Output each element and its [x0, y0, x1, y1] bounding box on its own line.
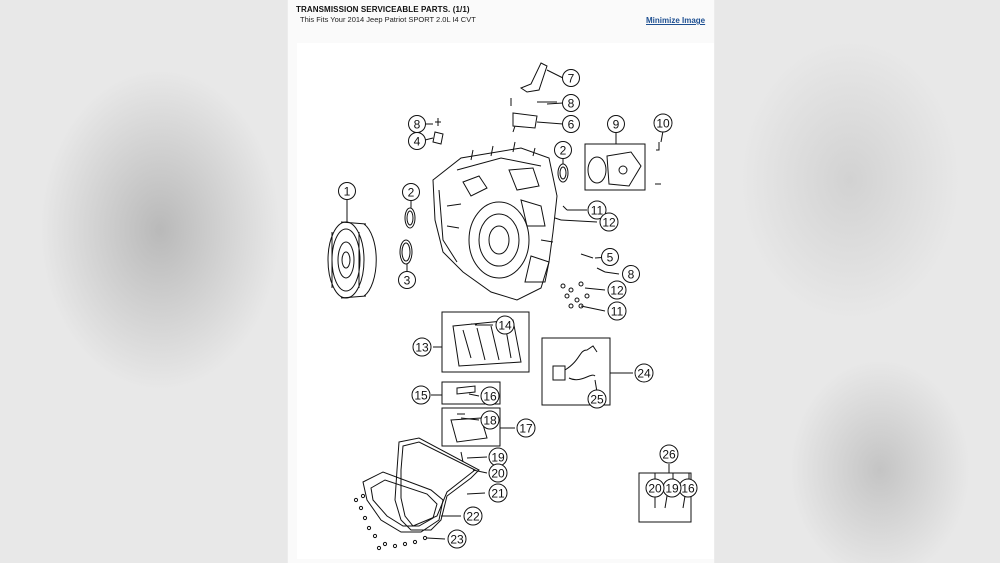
callout-21[interactable]: 21 [488, 483, 508, 503]
svg-text:16: 16 [681, 482, 695, 496]
exploded-parts-diagram: 1 2 2 3 4 5 6 7 8 8 8 9 10 11 11 12 12 1… [297, 43, 714, 559]
callout-6[interactable]: 6 [562, 115, 580, 133]
callout-11[interactable]: 11 [587, 200, 607, 220]
callout-8[interactable]: 8 [622, 265, 640, 283]
callout-24[interactable]: 24 [634, 363, 654, 383]
svg-text:16: 16 [483, 390, 497, 404]
callout-25[interactable]: 25 [587, 389, 607, 409]
callout-18[interactable]: 18 [480, 410, 500, 430]
callout-12[interactable]: 12 [607, 280, 627, 300]
callout-9[interactable]: 9 [607, 115, 625, 133]
svg-text:26: 26 [662, 448, 676, 462]
svg-text:11: 11 [591, 204, 604, 218]
svg-text:20: 20 [648, 482, 662, 496]
callout-16[interactable]: 16 [480, 386, 500, 406]
diagram-svg: 1 2 2 3 4 5 6 7 8 8 8 9 10 11 11 12 12 1… [327, 62, 698, 551]
svg-text:9: 9 [613, 118, 620, 132]
callout-22[interactable]: 22 [463, 506, 483, 526]
seal-ring-drawing [404, 207, 416, 229]
svg-text:11: 11 [611, 305, 624, 319]
callout-10[interactable]: 10 [653, 113, 673, 133]
callout-19[interactable]: 19 [488, 447, 508, 467]
svg-text:12: 12 [610, 284, 624, 298]
svg-text:6: 6 [568, 118, 575, 132]
minimize-image-link[interactable]: Minimize Image [646, 16, 706, 25]
svg-text:15: 15 [414, 389, 428, 403]
diagram-title: TRANSMISSION SERVICEABLE PARTS. (1/1) [296, 5, 470, 14]
callout-2[interactable]: 2 [402, 183, 420, 201]
svg-text:10: 10 [656, 117, 670, 131]
callout-7[interactable]: 7 [562, 69, 580, 87]
svg-text:14: 14 [498, 319, 512, 333]
callout-labels: 1 2 2 3 4 5 6 7 8 8 8 9 10 11 11 12 12 1… [338, 69, 698, 549]
vehicle-fitment-text: This Fits Your 2014 Jeep Patriot SPORT 2… [300, 15, 476, 24]
svg-text:13: 13 [415, 341, 429, 355]
svg-text:19: 19 [665, 482, 679, 496]
svg-text:12: 12 [602, 216, 616, 230]
svg-text:21: 21 [491, 487, 505, 501]
svg-text:3: 3 [404, 274, 411, 288]
callout-2[interactable]: 2 [554, 141, 572, 159]
svg-text:2: 2 [560, 144, 567, 158]
callout-14[interactable]: 14 [495, 315, 515, 335]
svg-text:20: 20 [491, 467, 505, 481]
pan-bolts-drawing [353, 493, 428, 551]
svg-text:8: 8 [414, 118, 421, 132]
callout-11[interactable]: 11 [607, 301, 627, 321]
svg-text:8: 8 [628, 268, 635, 282]
callout-8[interactable]: 8 [408, 115, 426, 133]
svg-text:2: 2 [408, 186, 415, 200]
callout-17[interactable]: 17 [516, 418, 536, 438]
svg-text:25: 25 [590, 393, 604, 407]
callout-12[interactable]: 12 [599, 212, 619, 232]
transmission-case-drawing [432, 141, 558, 301]
callout-16[interactable]: 16 [678, 478, 698, 498]
callout-1[interactable]: 1 [338, 182, 356, 200]
svg-text:22: 22 [466, 510, 480, 524]
svg-text:19: 19 [491, 451, 505, 465]
svg-text:17: 17 [519, 422, 533, 436]
callout-5[interactable]: 5 [601, 248, 619, 266]
svg-text:18: 18 [483, 414, 497, 428]
svg-text:8: 8 [568, 97, 575, 111]
svg-text:7: 7 [568, 72, 575, 86]
callout-15[interactable]: 15 [411, 385, 431, 405]
svg-text:1: 1 [344, 185, 351, 199]
svg-text:5: 5 [607, 251, 614, 265]
callout-20[interactable]: 20 [645, 478, 665, 498]
callout-20[interactable]: 20 [488, 463, 508, 483]
torque-converter-drawing [327, 221, 377, 299]
sensor-drawing [512, 112, 538, 133]
oil-tube-drawing [519, 62, 548, 93]
pan-gasket-drawing [394, 437, 480, 531]
callout-26[interactable]: 26 [659, 444, 679, 464]
callout-13[interactable]: 13 [412, 337, 432, 357]
callout-8[interactable]: 8 [562, 94, 580, 112]
callout-4[interactable]: 4 [408, 132, 426, 150]
svg-text:23: 23 [450, 533, 464, 547]
seal-ring-drawing [399, 239, 413, 265]
svg-text:4: 4 [414, 135, 421, 149]
callout-19[interactable]: 19 [662, 478, 682, 498]
parts-diagram-panel: TRANSMISSION SERVICEABLE PARTS. (1/1) Th… [287, 0, 715, 563]
oil-pan-drawing [362, 471, 444, 533]
svg-text:24: 24 [637, 367, 651, 381]
callout-3[interactable]: 3 [398, 271, 416, 289]
callout-23[interactable]: 23 [447, 529, 467, 549]
